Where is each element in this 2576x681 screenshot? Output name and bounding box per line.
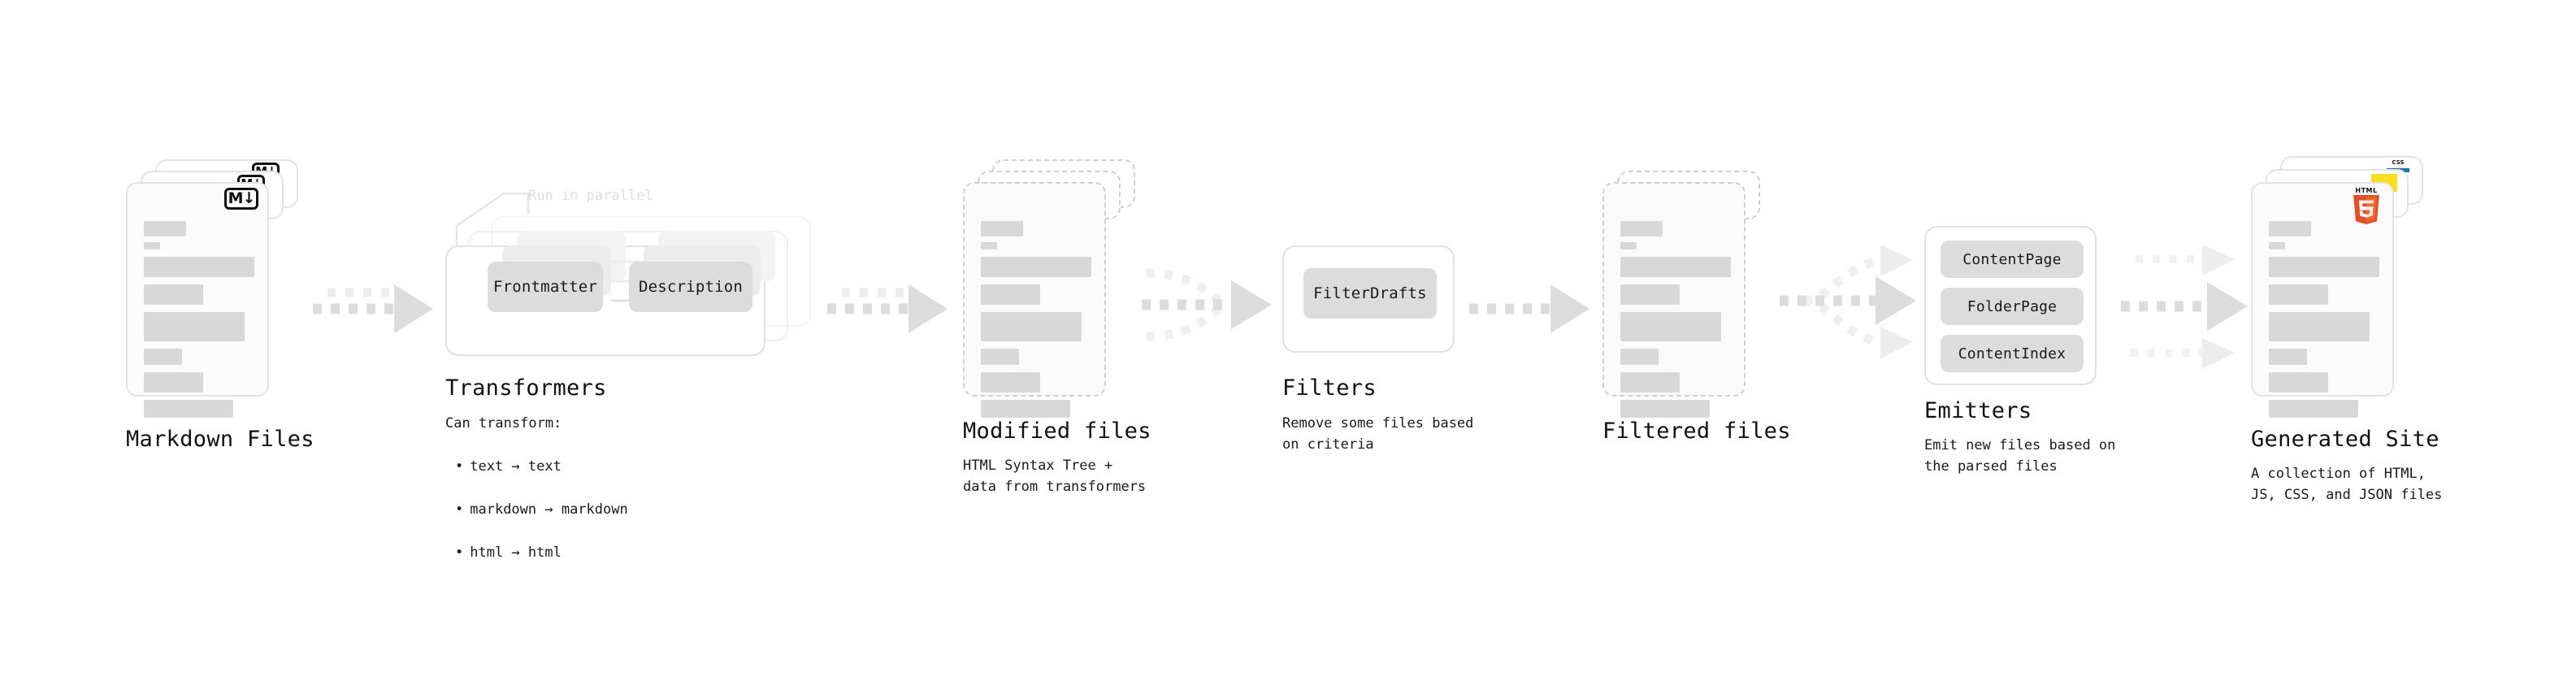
emitter-chip-folderpage[interactable]: FolderPage — [1941, 288, 2084, 325]
run-in-parallel-bracket — [455, 192, 530, 254]
filtered-files-stack — [1602, 171, 1777, 418]
modified-files-title: Modified files — [963, 419, 1151, 444]
arrow-markdown-to-transformers — [313, 276, 443, 333]
markdown-icon: M↓ — [224, 188, 258, 210]
generated-site-description: A collection of HTML, JS, CSS, and JSON … — [2251, 466, 2443, 504]
transformers-group: Run in parallel Frontmatter Description — [445, 188, 827, 364]
transformers-bullet-0: text → text — [455, 456, 628, 477]
arrow-filters-to-filtered — [1469, 276, 1599, 333]
arrow-filtered-to-emitters — [1780, 240, 1926, 362]
arrow-transformers-to-modified — [827, 276, 957, 333]
transformers-bullet-2: html → html — [455, 542, 628, 563]
emitters-title: Emitters — [1924, 398, 2032, 423]
filtered-placeholder-lines — [1620, 221, 1731, 425]
filters-title: Filters — [1282, 375, 1377, 401]
filters-description: Remove some files based on criteria — [1282, 415, 1474, 453]
filters-group: FilterDrafts — [1282, 245, 1455, 353]
html5-icon: HTML — [2350, 187, 2383, 224]
markdown-files-title: Markdown Files — [126, 427, 314, 452]
emitters-group: ContentPage FolderPage ContentIndex — [1924, 226, 2097, 385]
emitter-chip-contentindex[interactable]: ContentIndex — [1941, 335, 2084, 372]
transformers-bullets: text → text markdown → markdown html → h… — [455, 435, 628, 584]
markdown-files-stack: M↓ M↓ M↓ — [126, 159, 301, 418]
markdown-placeholder-lines — [144, 221, 254, 425]
transformer-chip-frontmatter[interactable]: Frontmatter — [488, 262, 603, 312]
arrow-emitters-to-site — [2106, 240, 2253, 370]
transformers-bullet-1: markdown → markdown — [455, 499, 627, 520]
modified-files-description: HTML Syntax Tree + data from transformer… — [963, 458, 1147, 496]
transformers-title: Transformers — [445, 375, 607, 401]
generated-site-stack: CSS HTML — [2251, 156, 2426, 418]
filter-chip-filterdrafts[interactable]: FilterDrafts — [1303, 268, 1437, 319]
emitter-chip-contentpage[interactable]: ContentPage — [1941, 241, 2084, 278]
modified-files-stack — [963, 159, 1138, 418]
arrow-modified-to-filters — [1142, 260, 1280, 349]
transformer-chip-description[interactable]: Description — [629, 262, 752, 312]
modified-placeholder-lines — [981, 221, 1091, 425]
run-in-parallel-label: Run in parallel — [528, 188, 653, 204]
generated-site-title: Generated Site — [2251, 427, 2439, 452]
transformers-description: Can transform: — [445, 415, 562, 432]
emitters-description: Emit new files based on the parsed files — [1924, 437, 2116, 475]
site-placeholder-lines — [2269, 221, 2379, 425]
filtered-files-title: Filtered files — [1602, 419, 1791, 444]
